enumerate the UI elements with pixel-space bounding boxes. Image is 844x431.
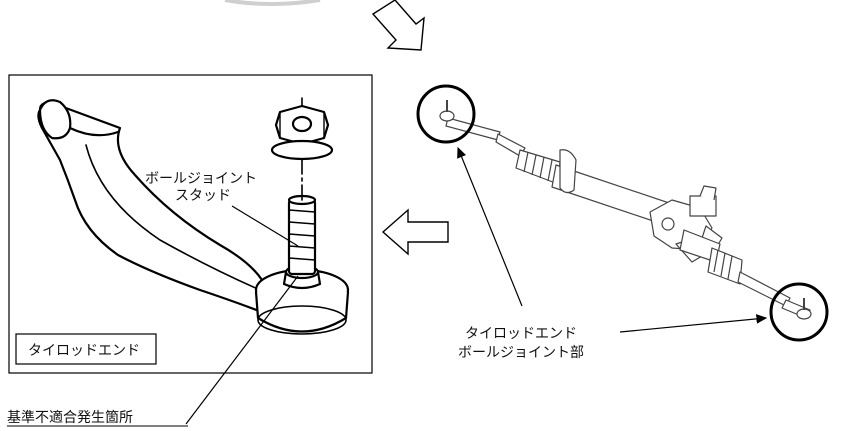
stud-label-line-1: ボールジョイント: [145, 171, 257, 187]
defect-leader-line: [185, 275, 299, 425]
stud-label-line-2: スタッド: [175, 188, 231, 204]
tie-rod-end-label: タイロッドエンド: [28, 343, 140, 359]
tie-rod-end-label-box: [15, 333, 157, 365]
right-ball-joint-circle: [769, 282, 829, 342]
callout-arrow-right-joint: [619, 314, 768, 333]
rack-callout-line-1: タイロッドエンド: [465, 326, 577, 342]
steering-rack-illustration: [439, 100, 812, 320]
left-ball-joint-circle: [416, 84, 476, 144]
hollow-arrow-diagonal: [371, 0, 425, 51]
stud-leader-line: [231, 205, 299, 247]
hollow-arrow-left: [381, 208, 449, 256]
defect-location-label: 基準不適合発生箇所: [7, 409, 133, 426]
top-cropped-outline: [224, 0, 321, 6]
tie-rod-end-illustration: [37, 97, 350, 335]
tie-rod-end-detail-frame: [8, 74, 373, 374]
rack-callout-line-2: ボールジョイント部: [458, 345, 584, 361]
callout-arrow-left-joint: [457, 146, 523, 307]
